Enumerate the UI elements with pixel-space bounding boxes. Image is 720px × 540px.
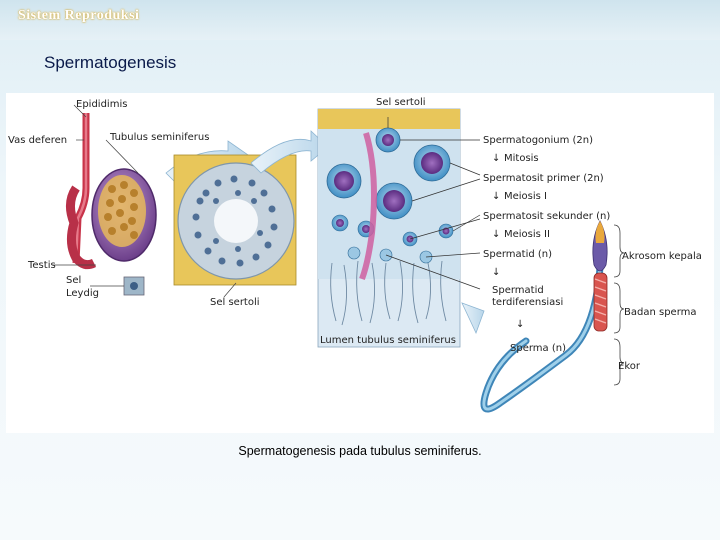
- slide-title: Spermatogenesis: [44, 53, 177, 72]
- label-lumen: Lumen tubulus seminiferus: [320, 335, 456, 346]
- arrow-down-3: ↓: [492, 229, 500, 240]
- label-tubulus-seminiferus: Tubulus seminiferus: [109, 132, 209, 143]
- label-spermatogonium: Spermatogonium (2n): [483, 135, 593, 146]
- arrow-down-5: ↓: [516, 319, 524, 330]
- label-spermatid-terdiferensiasi-2: terdiferensiasi: [492, 297, 563, 308]
- label-badan-sperma: Badan sperma: [624, 307, 697, 318]
- label-sel-leydig-2: Leydig: [66, 288, 99, 299]
- label-vas-deferen: Vas deferen: [8, 135, 67, 146]
- label-sel-sertoli-bottom: Sel sertoli: [210, 297, 260, 308]
- header-band: [0, 0, 720, 40]
- spermatogenesis-figure: Epididimis Vas deferen Tubulus seminifer…: [6, 93, 714, 433]
- label-sel-sertoli-top: Sel sertoli: [376, 97, 426, 108]
- arrow-down-2: ↓: [492, 191, 500, 202]
- label-testis: Testis: [27, 260, 56, 271]
- label-spermatid: Spermatid (n): [483, 249, 552, 260]
- label-spermatosit-primer: Spermatosit primer (2n): [483, 173, 604, 184]
- label-ekor: Ekor: [618, 361, 641, 372]
- tubulus-cross-section: [173, 154, 297, 298]
- header-title: Sistem Reproduksi: [18, 8, 140, 23]
- label-spermatid-terdiferensiasi-1: Spermatid: [492, 285, 544, 296]
- label-sel-leydig-1: Sel: [66, 275, 81, 286]
- label-mitosis: Mitosis: [504, 153, 539, 164]
- arrow-down-4: ↓: [492, 267, 500, 278]
- arrow-down-1: ↓: [492, 153, 500, 164]
- label-spermatosit-sekunder: Spermatosit sekunder (n): [483, 211, 610, 222]
- tubule-wall-detail: [317, 108, 481, 348]
- label-epididimis: Epididimis: [76, 99, 127, 110]
- figure-svg: Epididimis Vas deferen Tubulus seminifer…: [8, 97, 702, 413]
- zoom-arrow-3: [461, 302, 485, 335]
- testis-illustration: [52, 104, 157, 296]
- label-meiosis-2: Meiosis II: [504, 229, 550, 240]
- label-meiosis-1: Meiosis I: [504, 191, 547, 202]
- sperm-illustration: [480, 220, 625, 413]
- label-sperma: Sperma (n): [510, 343, 566, 354]
- figure-caption: Spermatogenesis pada tubulus seminiferus…: [238, 444, 482, 458]
- label-akrosom-kepala: Akrosom kepala: [622, 251, 702, 262]
